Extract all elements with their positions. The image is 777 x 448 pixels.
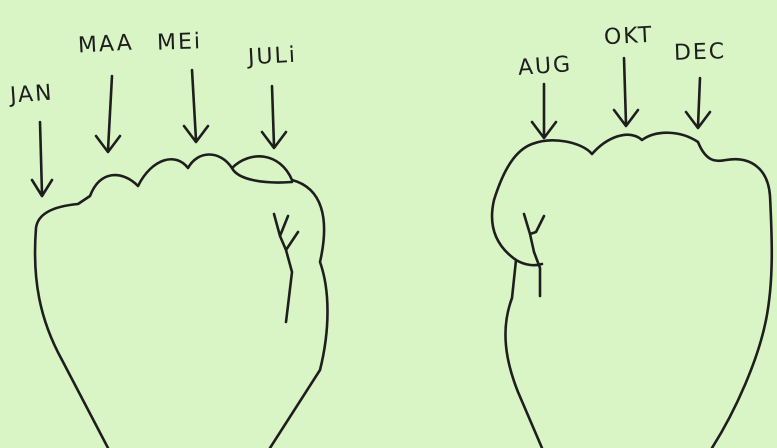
left-thumb-crease — [274, 214, 298, 322]
arrow-mei — [184, 70, 208, 142]
left-fist-outline — [35, 155, 327, 448]
left-arrows — [32, 70, 286, 196]
label-okt: OKT — [603, 25, 654, 50]
arrow-aug — [532, 84, 556, 138]
arrow-okt — [614, 58, 638, 126]
arrow-jan — [32, 122, 52, 196]
label-dec: DEC — [674, 41, 727, 65]
label-mei: MEi — [157, 31, 203, 55]
right-fist — [492, 133, 772, 448]
arrow-juli — [262, 86, 286, 148]
left-fist — [35, 155, 327, 448]
arrow-maa — [96, 76, 120, 152]
left-fist-thumb — [232, 168, 292, 182]
label-jan: JAN — [9, 83, 54, 108]
label-maa: MAA — [77, 33, 134, 58]
label-aug: AUG — [517, 54, 573, 80]
right-thumb-crease — [524, 214, 544, 296]
right-fist-outline — [492, 133, 772, 448]
label-juli: JULi — [247, 45, 297, 70]
arrow-dec — [686, 78, 710, 128]
